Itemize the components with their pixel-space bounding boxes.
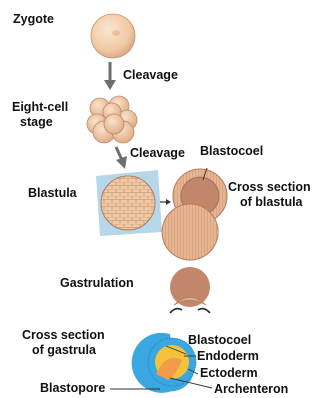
label-cross-section-blastula-line1: Cross section	[228, 180, 311, 195]
label-cross-section-gastrula-line1: Cross section	[22, 328, 105, 343]
label-eight-cell-line1: Eight-cell	[12, 100, 68, 115]
label-endoderm: Endoderm	[197, 349, 259, 364]
label-eight-cell-line2: stage	[20, 115, 53, 130]
blastula-embryo	[96, 170, 162, 236]
label-cleavage-2: Cleavage	[130, 146, 185, 161]
label-zygote: Zygote	[13, 12, 54, 27]
zygote-cell	[91, 14, 135, 58]
label-gastrulation: Gastrulation	[60, 276, 134, 291]
label-cross-section-gastrula-line2: of gastrula	[32, 343, 96, 358]
label-blastocoel-bottom: Blastocoel	[188, 333, 251, 348]
eight-cell-embryo	[87, 96, 137, 143]
arrow-to-cross-section	[160, 199, 171, 205]
label-blastocoel-top: Blastocoel	[200, 144, 263, 159]
label-cleavage-1: Cleavage	[123, 68, 178, 83]
arrow-cleavage-2	[116, 147, 127, 169]
label-archenteron: Archenteron	[214, 382, 288, 397]
label-ectoderm: Ectoderm	[200, 366, 258, 381]
label-cross-section-blastula-line2: of blastula	[240, 195, 303, 210]
label-blastopore: Blastopore	[40, 381, 105, 396]
gastrulation-embryo	[162, 204, 218, 313]
label-blastula: Blastula	[28, 186, 77, 201]
arrow-cleavage-1	[104, 62, 116, 90]
